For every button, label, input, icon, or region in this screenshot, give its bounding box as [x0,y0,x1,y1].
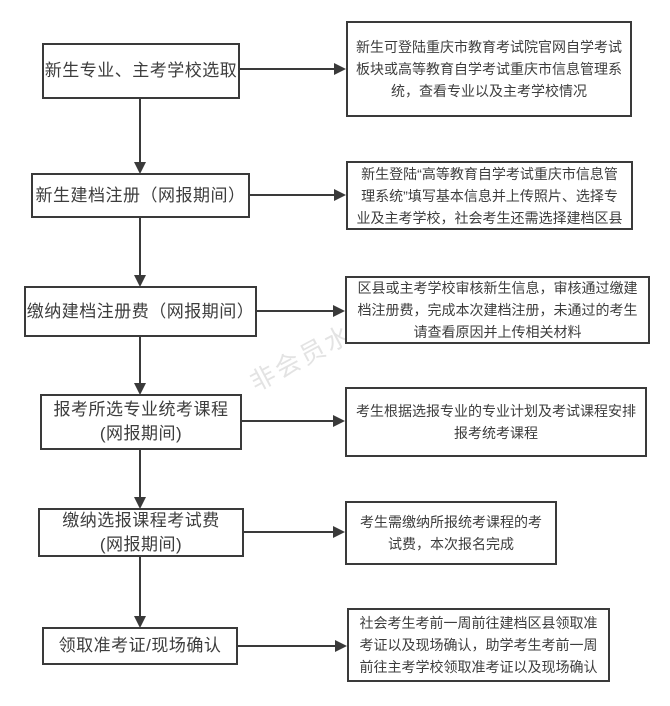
arrow-down-2-head-icon [134,275,146,287]
arrow-down-1-head-icon [134,162,146,174]
flow-node-step-3: 缴纳建档注册费（网报期间） [24,286,257,337]
arrow-right-5-line [244,531,333,533]
arrow-down-5-head-icon [134,616,146,628]
arrow-right-3-line [257,310,333,312]
arrow-right-6-head-icon [335,640,347,652]
flow-node-step-2: 新生建档注册（网报期间） [31,173,250,218]
arrow-right-4-head-icon [333,415,345,427]
flow-node-step-1: 新生专业、主考学校选取 [42,43,240,99]
arrow-right-2-line [250,194,334,196]
arrow-down-5-line [139,557,141,616]
arrow-right-6-line [238,645,335,647]
arrow-right-2-head-icon [334,189,346,201]
arrow-right-1-head-icon [334,63,346,75]
flow-node-desc-1: 新生可登陆重庆市教育考试院官网自学考试 板块或高等教育自学考试重庆市信息管理系 … [346,21,632,117]
arrow-down-3-head-icon [134,383,146,395]
arrow-right-1-line [240,68,334,70]
arrow-down-1-line [139,99,141,162]
arrow-down-2-line [139,218,141,275]
flow-node-desc-5: 考生需缴纳所报统考课程的考 试费，本次报名完成 [345,501,557,565]
arrow-right-3-head-icon [333,305,345,317]
flow-node-desc-6: 社会考生考前一周前往建档区县领取准 考证以及现场确认，助学考生考前一周 前往主考… [347,608,610,682]
flow-node-step-5: 缴纳选报课程考试费 (网报期间) [38,508,244,557]
flow-node-desc-3: 区县或主考学校审核新生信息，审核通过缴建 档注册费，完成本次建档注册，未通过的考… [345,276,650,344]
flow-node-desc-2: 新生登陆“高等教育自学考试重庆市信息管 理系统”填写基本信息并上传照片、选择专 … [346,161,633,230]
arrow-right-5-head-icon [333,526,345,538]
flow-node-step-6: 领取准考证/现场确认 [42,627,238,665]
flow-node-desc-4: 考生根据选报专业的专业计划及考试课程安排 报考统考课程 [345,387,647,457]
arrow-down-4-line [139,450,141,497]
flow-node-step-4: 报考所选专业统考课程 (网报期间) [40,394,242,450]
arrow-down-4-head-icon [134,497,146,509]
arrow-down-3-line [139,337,141,383]
arrow-right-4-line [242,420,333,422]
